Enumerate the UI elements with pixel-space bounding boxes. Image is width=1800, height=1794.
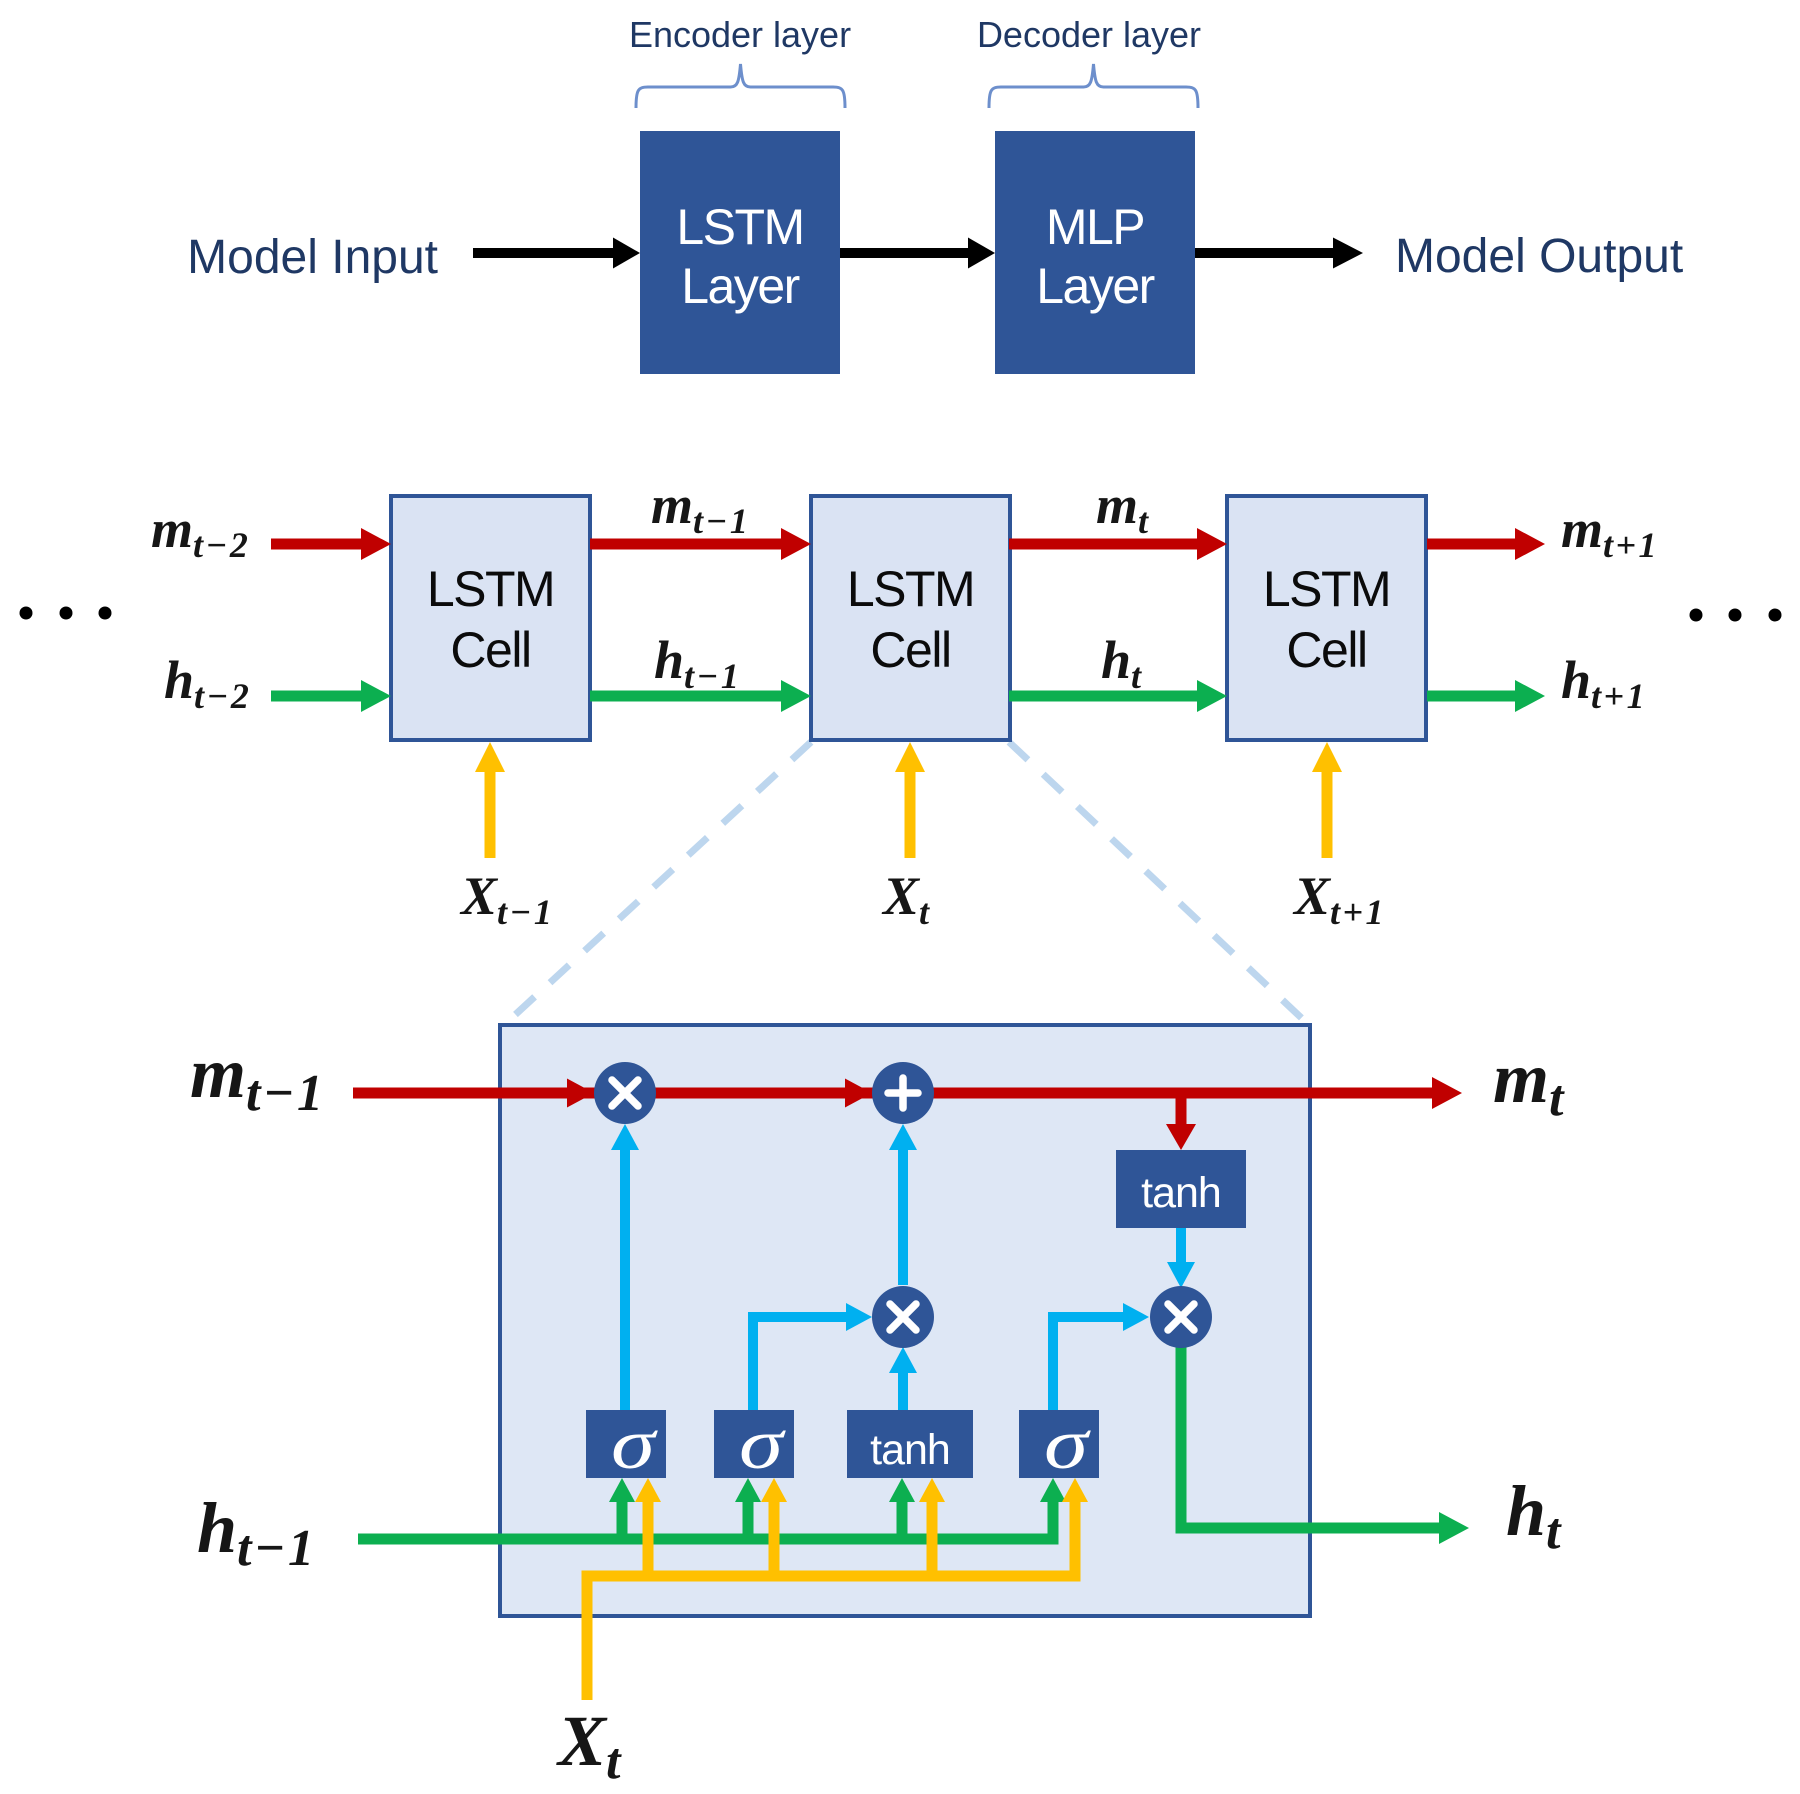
svg-text:σ: σ [611, 1404, 658, 1484]
svg-text:Layer: Layer [681, 258, 799, 314]
svg-text:LSTM: LSTM [1263, 561, 1390, 617]
svg-text:Encoder layer: Encoder layer [629, 14, 851, 55]
svg-text:σ: σ [1044, 1404, 1091, 1484]
svg-text:LSTM: LSTM [847, 561, 974, 617]
svg-text:MLP: MLP [1046, 199, 1144, 255]
svg-text:Model Output: Model Output [1395, 230, 1683, 283]
svg-text:tanh: tanh [1141, 1169, 1221, 1217]
svg-text:tanh: tanh [870, 1426, 950, 1474]
svg-text:Cell: Cell [450, 622, 530, 678]
svg-text:Layer: Layer [1036, 258, 1154, 314]
svg-text:LSTM: LSTM [676, 199, 803, 255]
svg-text:Decoder layer: Decoder layer [977, 14, 1201, 55]
svg-text:Cell: Cell [1286, 622, 1366, 678]
svg-text:Cell: Cell [870, 622, 950, 678]
svg-text:ht: ht [1506, 1471, 1563, 1560]
svg-text:σ: σ [739, 1404, 786, 1484]
svg-text:LSTM: LSTM [427, 561, 554, 617]
svg-text:Model Input: Model Input [187, 231, 438, 284]
